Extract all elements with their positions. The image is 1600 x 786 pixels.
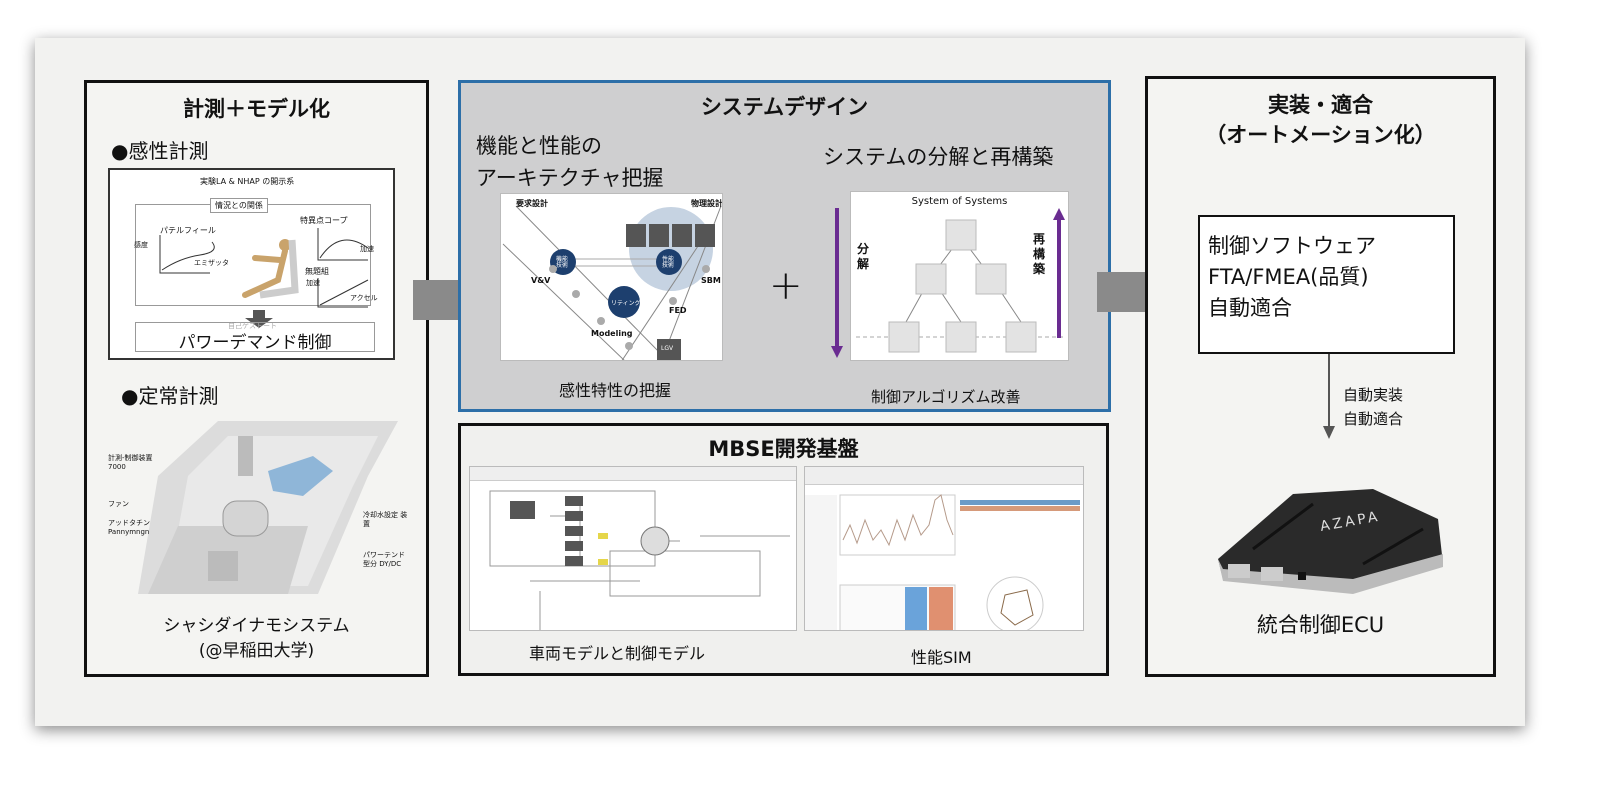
panel-title: 計測＋モデル化 bbox=[183, 97, 330, 121]
sensory-measurement-heading: ●感性計測 bbox=[111, 139, 209, 163]
box-line: FTA/FMEA(品質) bbox=[1208, 265, 1369, 289]
architecture-heading-line1: 機能と性能の bbox=[476, 134, 602, 158]
sensory-characteristics-caption: 感性特性の把握 bbox=[559, 381, 672, 400]
dyno-label: アッドタチン Pannymngn bbox=[108, 519, 150, 536]
chart2-xlabel: 加速 bbox=[360, 245, 374, 253]
faint-label: 自己ゲストート bbox=[228, 322, 277, 330]
chart1-title: パテルフィール bbox=[160, 226, 216, 235]
fed-label: FED bbox=[669, 306, 687, 315]
ecu-device-image: AZAPA bbox=[1218, 489, 1443, 594]
decompose-down-arrow-icon bbox=[831, 208, 843, 358]
box-line: 制御ソフトウェア bbox=[1208, 234, 1376, 258]
integrated-ecu-caption: 統合制御ECU bbox=[1256, 613, 1385, 637]
vehicle-control-model-caption: 車両モデルと制御モデル bbox=[529, 644, 706, 663]
panel-title: MBSE開発基盤 bbox=[708, 437, 859, 461]
auto-implementation-label: 自動実装 bbox=[1343, 386, 1404, 404]
chart3-xlabel: アクセル bbox=[350, 294, 378, 302]
box-label: 情況との関係 bbox=[210, 198, 268, 213]
rebuild-up-arrow-icon bbox=[1053, 208, 1065, 338]
block-diagram-graphic bbox=[489, 490, 790, 630]
system-design-panel: システムデザイン 機能と性能の アーキテクチャ把握 要求設計 物理設計 機能 技… bbox=[458, 80, 1111, 412]
chart3-ylabel: 加速 bbox=[306, 279, 320, 287]
software-quality-box: 制御ソフトウェア FTA/FMEA(品質) 自動適合 bbox=[1198, 215, 1455, 354]
sbm-label: SBM bbox=[701, 276, 721, 285]
chart2-title: 特異点コープ bbox=[300, 216, 348, 225]
performance-tech-node: 性能 技術 bbox=[662, 256, 675, 269]
panel-title: 実装・適合 bbox=[1268, 93, 1373, 117]
dyno-label: ファン bbox=[108, 500, 129, 508]
result-box: 自己ゲストート パワーデマンド制御 bbox=[135, 322, 375, 353]
architecture-heading-line2: アーキテクチャ把握 bbox=[476, 166, 664, 190]
simulation-results-graphic bbox=[805, 494, 1080, 630]
requirements-design-label: 要求設計 bbox=[516, 199, 548, 208]
sos-hierarchy-graphic bbox=[856, 219, 1066, 353]
window-ribbon bbox=[805, 467, 1083, 485]
dyno-caption-location: (@早稲田大学) bbox=[198, 641, 315, 661]
plus-sign: + bbox=[769, 263, 803, 309]
performance-sim-caption: 性能SIM bbox=[911, 648, 972, 667]
measurement-modeling-panel: 計測＋モデル化 ●感性計測 実験LA & NHAP の開示系 情況との関係 パテ… bbox=[84, 80, 429, 677]
lgv-box: LGV bbox=[661, 345, 674, 352]
physical-design-label: 物理設計 bbox=[691, 199, 723, 208]
vv-label: V&V bbox=[531, 276, 551, 285]
sos-title: System of Systems bbox=[911, 196, 1008, 207]
figure-title: 実験LA & NHAP の開示系 bbox=[200, 177, 295, 186]
sensory-measurement-figure: 実験LA & NHAP の開示系 情況との関係 パテルフィール 特異点コープ 無… bbox=[108, 168, 395, 360]
dyno-label: パワーテンド 型分 DY/DC bbox=[363, 551, 405, 568]
v-model-graphic bbox=[502, 205, 722, 360]
steady-measurement-heading: ●定常計測 bbox=[121, 384, 219, 408]
window-toolbar bbox=[470, 467, 796, 481]
sensory-charts-graphic bbox=[159, 228, 369, 328]
chart1-xlabel: エミザッタ bbox=[194, 259, 229, 267]
dyno-caption: シャシダイナモシステム bbox=[163, 616, 350, 636]
control-algorithm-caption: 制御アルゴリズム改善 bbox=[871, 388, 1021, 406]
panel-title: システムデザイン bbox=[700, 95, 869, 119]
dyno-label: 冷却水設定 装置 bbox=[363, 511, 408, 528]
power-demand-control-label: パワーデマンド制御 bbox=[178, 333, 332, 353]
chassis-dyno-illustration: 計測-制御装置 7000 ファン アッドタチン Pannymngn 冷却水設定 … bbox=[108, 416, 408, 594]
v-model-figure: 要求設計 物理設計 機能 技術 性能 技術 リティング V&V Modeling… bbox=[500, 193, 723, 361]
auto-calibration-label: 自動適合 bbox=[1343, 410, 1404, 428]
decompose-label: 分解 bbox=[857, 242, 870, 271]
mbse-platform-panel: MBSE開発基盤 車両モデルと制御モデル 性能SIM bbox=[458, 423, 1109, 676]
function-tech-node: 機能 技術 bbox=[556, 256, 569, 269]
dyno-label: 計測-制御装置 7000 bbox=[108, 454, 153, 471]
vehicle-control-model-screenshot bbox=[469, 466, 797, 631]
box-line: 自動適合 bbox=[1208, 296, 1292, 320]
decompose-rebuild-heading: システムの分解と再構築 bbox=[823, 145, 1054, 169]
chart1-ylabel: 感度 bbox=[134, 241, 148, 249]
performance-sim-screenshot bbox=[804, 466, 1084, 631]
chart3-title: 無題組 bbox=[305, 267, 329, 276]
modeling-label: Modeling bbox=[591, 329, 633, 338]
dyno-room-graphic bbox=[138, 421, 398, 594]
tuning-node: リティング bbox=[611, 300, 641, 307]
down-arrow-icon bbox=[1323, 354, 1335, 439]
system-of-systems-figure: System of Systems 分解 再構築 bbox=[850, 191, 1069, 361]
rebuild-label: 再構築 bbox=[1033, 232, 1046, 276]
panel-subtitle: （オートメーション化） bbox=[1205, 123, 1436, 147]
implementation-calibration-panel: 実装・適合 （オートメーション化） 制御ソフトウェア FTA/FMEA(品質) … bbox=[1145, 76, 1496, 677]
